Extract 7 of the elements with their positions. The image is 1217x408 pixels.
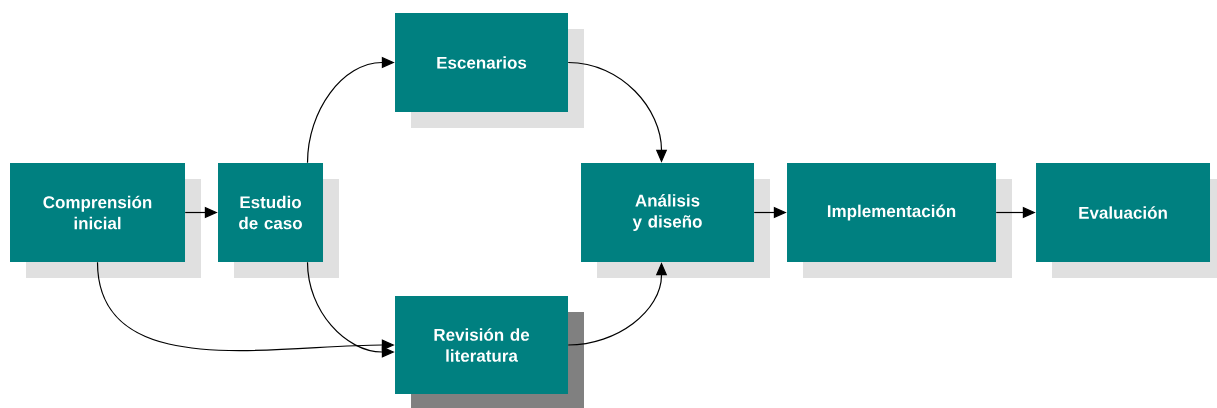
process-box: Evaluación xyxy=(1036,163,1217,278)
process-box: Implementación xyxy=(787,163,1012,278)
process-box: Escenarios xyxy=(395,13,584,128)
process-box: Estudio de caso xyxy=(218,163,339,278)
process-box: Análisis y diseño xyxy=(581,163,770,278)
process-box: Comprensión inicial xyxy=(10,163,201,278)
process-box: Revisión de literatura xyxy=(395,296,584,408)
